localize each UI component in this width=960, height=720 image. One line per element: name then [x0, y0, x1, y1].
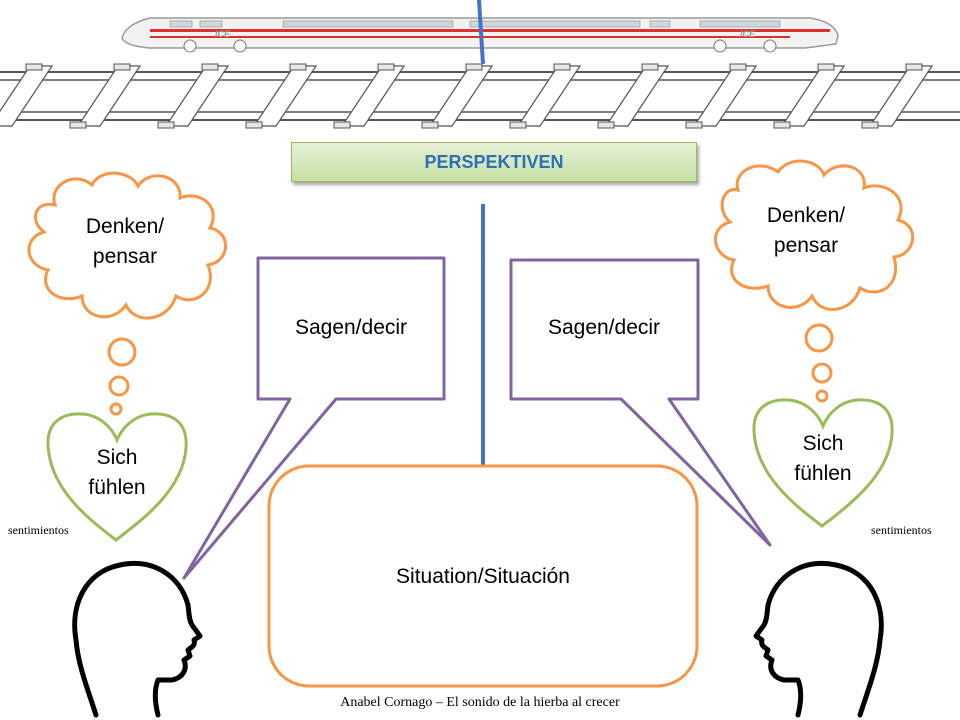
rail-clip	[773, 121, 791, 129]
rail-clip	[113, 63, 131, 71]
heart-icon	[752, 398, 894, 528]
speech-bubble-right	[509, 258, 772, 547]
right-thought-label: Denken/ pensar	[741, 201, 871, 261]
rail-sleeper	[692, 65, 758, 127]
rail-clip	[685, 121, 703, 129]
rail-clip	[377, 63, 395, 71]
left-speech-label: Sagen/decir	[294, 316, 408, 339]
right-feeling-note: sentimientos	[871, 523, 932, 537]
heart-icon	[46, 412, 188, 542]
rail-track-icon	[0, 63, 960, 129]
left-feeling-label: Sich fühlen	[62, 443, 172, 503]
rail-clip	[421, 121, 439, 129]
train-stripe	[150, 29, 830, 32]
right-feeling-line-1: Sich	[802, 432, 844, 455]
thought-cloud-icon	[27, 171, 227, 416]
train-mark-left: ICE	[215, 29, 231, 39]
divider-top	[477, 0, 485, 65]
title-banner: PERSPEKTIVEN	[291, 142, 697, 182]
left-thought-label: Denken/ pensar	[60, 212, 190, 272]
situation-label: Situation/Situación	[396, 565, 570, 588]
right-thought-line-1: Denken/	[766, 204, 846, 227]
head-profile-icon	[753, 561, 884, 718]
rail-clip	[289, 63, 307, 71]
speech-bubble-left	[182, 256, 446, 580]
left-thought-line-1: Denken/	[85, 215, 165, 238]
right-feeling-line-2: fühlen	[794, 462, 852, 485]
right-feeling-label: Sich fühlen	[768, 429, 878, 489]
footer-credit: Anabel Cornago – El sonido de la hierba …	[340, 695, 620, 710]
rail-sleeper	[604, 65, 670, 127]
situation-box	[267, 464, 699, 688]
rail-clip	[905, 63, 923, 71]
rail-clip	[25, 63, 43, 71]
thought-cloud-icon	[713, 159, 915, 403]
rail-clip	[861, 121, 879, 129]
rail-clip	[553, 63, 571, 71]
rail-clip	[157, 121, 175, 129]
rail-sleeper	[0, 65, 54, 127]
left-thought-line-2: pensar	[92, 245, 158, 268]
rail-clip	[729, 63, 747, 71]
rail-sleeper	[340, 65, 406, 127]
right-thought-line-2: pensar	[773, 234, 839, 257]
train-mark-right: ICE	[740, 29, 756, 39]
right-speech-label: Sagen/decir	[547, 316, 661, 339]
rail-sleeper	[76, 65, 142, 127]
rail-clip	[465, 63, 483, 71]
rail-sleeper	[428, 65, 494, 127]
rail-clip	[333, 121, 351, 129]
rail-sleeper	[164, 65, 230, 127]
left-feeling-note: sentimientos	[8, 523, 69, 537]
rail-sleeper	[780, 65, 846, 127]
left-feeling-line-2: fühlen	[88, 476, 146, 499]
rail-sleeper	[516, 65, 582, 127]
rail-clip	[641, 63, 659, 71]
left-feeling-line-1: Sich	[96, 446, 138, 469]
rail-sleeper	[252, 65, 318, 127]
rail-clip	[201, 63, 219, 71]
rail-clip	[69, 121, 87, 129]
rail-sleeper	[868, 65, 934, 127]
rail-clip	[817, 63, 835, 71]
head-profile-icon	[72, 561, 203, 718]
rail-clip	[597, 121, 615, 129]
rail-clip	[509, 121, 527, 129]
rail-clip	[245, 121, 263, 129]
